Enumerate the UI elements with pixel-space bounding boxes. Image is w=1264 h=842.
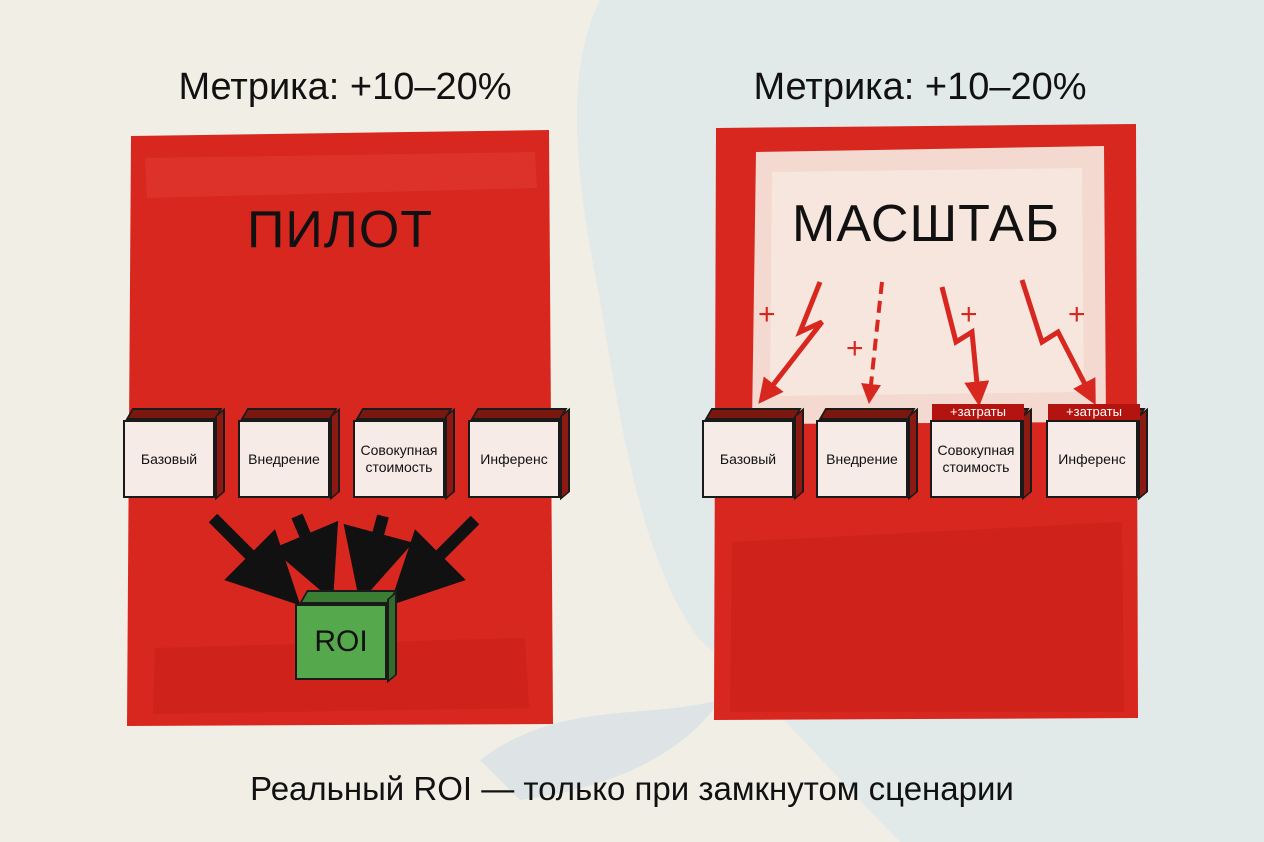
scale-box-inference-label: Инференс [1046,420,1138,498]
plus-sign-inference: + [1068,298,1086,331]
metric-label-left: Метрика: +10–20% [178,66,512,108]
zigzag-arrow-base [758,281,824,404]
zigzag-arrow-inference [1019,279,1096,406]
dashed-arrow-implementation [861,281,884,404]
arrow-inference-to-roi [389,515,480,606]
cost-tag-total-cost: +затраты [932,404,1024,420]
arrow-total-cost-to-roi [343,514,414,603]
zigzag-arrow-total-cost [939,286,990,407]
pilot-box-inference-label: Инференс [468,420,560,498]
pilot-box-implementation: Внедрение [238,407,340,501]
pilot-panel: ПИЛОТ Базовый Внедрение Совокупная стоим… [123,128,570,728]
pilot-box-inference: Инференс [468,407,570,501]
pilot-arrows [208,513,480,606]
scale-cost-arrows [758,279,1096,407]
scale-box-base-label: Базовый [702,420,794,498]
plus-sign-total-cost: + [960,298,978,331]
scale-title: МАСШТАБ [792,195,1060,253]
arrow-implementation-to-roi [271,513,339,602]
scale-box-implementation-label: Внедрение [816,420,908,498]
pilot-box-total-cost: Совокупная стоимость [353,407,455,501]
scale-box-total-cost: Совокупная стоимость +затраты [930,404,1032,501]
pilot-box-base-label: Базовый [123,420,215,498]
pilot-box-total-cost-label: Совокупная стоимость [353,420,445,498]
pilot-box-base: Базовый [123,407,225,501]
metric-label-right: Метрика: +10–20% [753,66,1087,108]
scale-panel: МАСШТАБ + + + + Базовый Внедрение Совоку… [702,122,1148,722]
bottom-caption: Реальный ROI — только при замкнутом сцен… [250,770,1014,807]
roi-label: ROI [295,604,387,680]
scale-box-base: Базовый [702,407,804,501]
plus-sign-implementation: + [846,332,864,365]
arrow-base-to-roi [208,513,301,606]
scale-box-implementation: Внедрение [816,407,918,501]
cost-tag-inference: +затраты [1048,404,1140,420]
roi-box: ROI [295,590,398,684]
plus-sign-base: + [758,298,776,331]
scale-box-total-cost-label: Совокупная стоимость [930,420,1022,498]
pilot-box-implementation-label: Внедрение [238,420,330,498]
pilot-title: ПИЛОТ [246,201,434,259]
scale-box-inference: Инференс +затраты [1046,404,1148,501]
scale-paint-background [714,124,1138,720]
